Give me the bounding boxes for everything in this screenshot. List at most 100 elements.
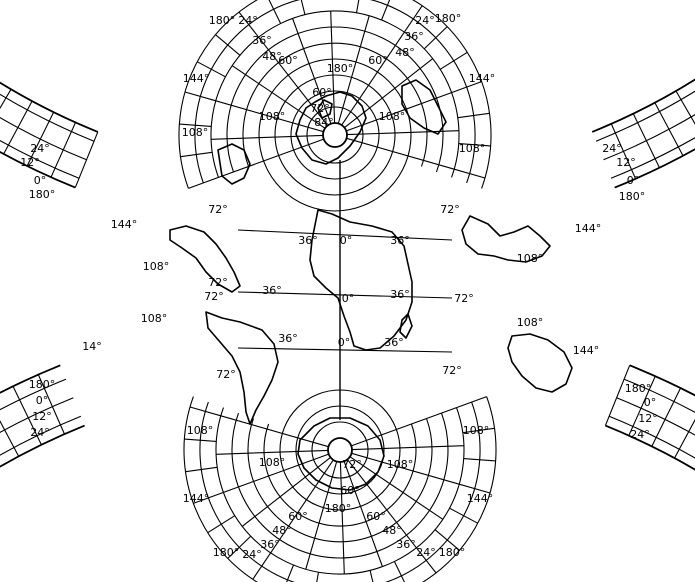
north-outer-meridian xyxy=(451,81,482,94)
south-outer-meridian xyxy=(252,552,272,580)
south-meridian xyxy=(216,449,329,455)
label-north-60-left: 60° xyxy=(278,54,298,67)
lower-left-band-edge xyxy=(0,364,61,394)
upper-left-band-edge xyxy=(0,150,76,189)
south-outer-parallel xyxy=(183,396,258,582)
lower-right-band-edge xyxy=(629,364,695,397)
graticule-labels: 180°24°36°48°60°144°180°60°72°84°108°108… xyxy=(20,12,658,561)
south-parallel-arc xyxy=(247,418,433,543)
label-north-180-center: 180° xyxy=(327,62,354,75)
north-meridian xyxy=(337,15,370,124)
south-america-coast xyxy=(205,311,279,425)
north-inner-parallel xyxy=(306,106,364,164)
label-south-48-right: 48° xyxy=(382,524,402,537)
label-south-108-outer-right: 108° xyxy=(463,424,490,437)
north-outer-meridian xyxy=(355,0,360,13)
label-north-48-right: 48° xyxy=(395,46,415,59)
south-outer-meridian xyxy=(189,406,221,417)
label-south-60-left: 60° xyxy=(288,510,308,523)
lower-right-band-parallel xyxy=(623,378,695,414)
label-north-108-outer-left: 108° xyxy=(182,126,209,139)
north-meridian xyxy=(215,100,324,133)
greenland-coast xyxy=(317,99,333,119)
upper-left-band-meridian xyxy=(0,89,12,110)
label-south-108-outer-left: 108° xyxy=(187,424,214,437)
label-north-36-left: 36° xyxy=(252,34,272,47)
south-parallel-arc xyxy=(263,423,417,527)
arctic-coast xyxy=(295,91,367,165)
central-parallel xyxy=(237,291,453,299)
lower-left-band-meridian xyxy=(37,374,66,435)
north-outer-parallel xyxy=(411,0,492,189)
south-meridian xyxy=(351,452,460,485)
south-outer-meridian xyxy=(415,547,437,574)
asia-coast xyxy=(461,215,551,263)
south-meridian xyxy=(346,459,417,549)
south-meridian xyxy=(349,456,444,520)
north-outer-parallel xyxy=(178,0,259,189)
label-lower-right-144: 144° xyxy=(573,344,600,357)
label-south-36-lower-left: 36° xyxy=(260,538,280,551)
label-south-60-right: 60° xyxy=(366,510,386,523)
lower-left-band-meridian xyxy=(0,420,20,457)
label-south-60-center: 60° xyxy=(340,484,360,497)
label-lower-left-108: 108° xyxy=(141,312,168,325)
north-outer-meridian xyxy=(439,51,468,70)
south-outer-meridian xyxy=(184,438,217,442)
label-north-108-inner-right: 108° xyxy=(379,110,406,123)
south-meridian xyxy=(339,461,345,574)
label-lower-right-108: 108° xyxy=(517,316,544,329)
north-outer-meridian xyxy=(458,143,491,147)
label-south-72-right: 72° xyxy=(442,364,462,377)
south-parallel-arc xyxy=(231,412,449,559)
north-outer-meridian xyxy=(188,176,219,189)
label-south-72-center: 72° xyxy=(342,458,362,471)
label-north-72-right: 72° xyxy=(440,203,460,216)
label-north-144-left: 144° xyxy=(183,72,210,85)
south-meridian xyxy=(241,456,331,527)
north-america-fragment xyxy=(217,143,251,185)
south-outer-meridian xyxy=(463,458,496,462)
south-parallel-arc xyxy=(215,407,465,575)
north-outer-meridian xyxy=(215,34,241,56)
south-meridian xyxy=(305,461,338,570)
north-inner-parallel xyxy=(274,74,396,196)
south-outer-parallel xyxy=(422,396,497,582)
south-outer-meridian xyxy=(369,570,374,582)
lower-right-band-meridian xyxy=(604,365,631,426)
north-outer-meridian xyxy=(423,26,448,50)
label-north-0-center: 0° xyxy=(340,234,353,247)
south-meridian xyxy=(351,407,457,447)
north-meridian xyxy=(211,134,324,140)
upper-right-band-meridian xyxy=(632,113,660,168)
label-upper-left-0: 0° xyxy=(34,174,47,187)
label-south-48-left: 48° xyxy=(272,524,292,537)
south-inner-parallel xyxy=(311,421,369,479)
north-meridian xyxy=(346,130,459,136)
upper-right-band-meridian xyxy=(610,123,637,180)
label-north-84-center: 84° xyxy=(314,116,334,129)
south-outer-meridian xyxy=(286,564,295,582)
north-outer-meridian xyxy=(454,168,486,179)
label-lower-right-0: 0° xyxy=(644,396,657,409)
south-outer-meridian xyxy=(185,466,218,473)
north-inner-parallel xyxy=(258,58,412,212)
label-upper-left-180: 180° xyxy=(29,188,56,201)
north-outer-parallel xyxy=(194,0,301,184)
americas-coast xyxy=(169,225,241,293)
label-upper-right-108: 108° xyxy=(517,252,544,265)
north-meridian xyxy=(231,65,326,129)
south-meridian xyxy=(223,453,329,493)
label-north-180-right: 180° xyxy=(435,12,462,25)
label-lower-left-24: 24° xyxy=(30,426,50,439)
south-pole-circle xyxy=(327,437,353,463)
south-outer-meridian xyxy=(207,515,236,534)
lower-right-band-parallel xyxy=(608,415,695,459)
central-parallel xyxy=(237,229,453,241)
label-mid-72-upper-left: 72° xyxy=(208,276,228,289)
upper-left-band-meridian xyxy=(74,131,99,188)
label-north-108-inner-left: 108° xyxy=(259,110,286,123)
north-pole-circle xyxy=(322,122,348,148)
label-north-24-left: 24° xyxy=(238,14,258,27)
antarctica-coast xyxy=(297,417,385,491)
